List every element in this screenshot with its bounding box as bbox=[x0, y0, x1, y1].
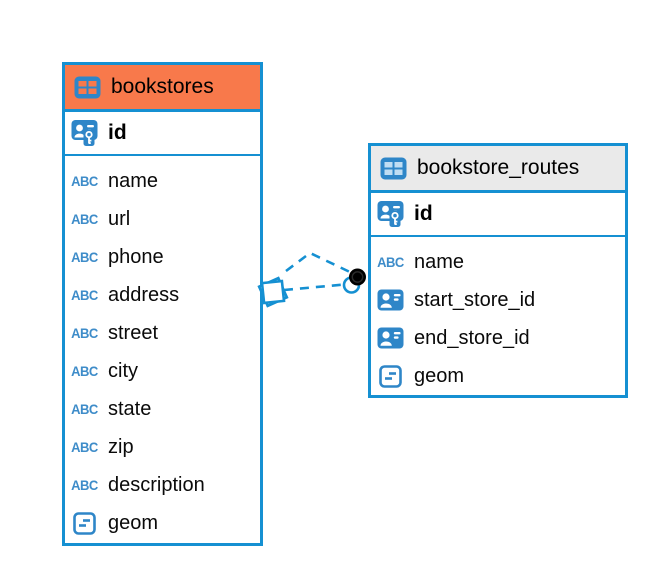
text-type-icon: ABC bbox=[71, 249, 98, 265]
column-name: zip bbox=[108, 435, 134, 458]
relationship-bookstores-to-routes[interactable] bbox=[257, 251, 366, 308]
column-row[interactable]: ABC phone bbox=[70, 238, 255, 276]
column-name: name bbox=[108, 169, 159, 192]
column-row[interactable]: ABC description bbox=[70, 466, 255, 504]
column-name: description bbox=[108, 473, 205, 496]
column-row[interactable]: ABC street bbox=[70, 314, 255, 352]
text-type-icon: ABC bbox=[71, 477, 98, 493]
pk-column-name: id bbox=[414, 202, 433, 225]
column-row[interactable]: geom bbox=[70, 504, 255, 542]
geometry-type-icon bbox=[70, 511, 99, 535]
table-header-bookstores[interactable]: bookstores bbox=[65, 65, 260, 112]
column-name: end_store_id bbox=[414, 326, 530, 349]
text-type-icon: ABC bbox=[377, 254, 404, 270]
column-row[interactable]: ABC zip bbox=[70, 428, 255, 466]
reference-id-icon bbox=[376, 327, 405, 349]
table-title: bookstore_routes bbox=[417, 156, 580, 179]
stacked-squares-marker bbox=[257, 276, 289, 308]
column-row[interactable]: ABC url bbox=[70, 200, 255, 238]
primary-key-icon bbox=[376, 200, 405, 228]
column-name: address bbox=[108, 283, 180, 306]
column-name: geom bbox=[108, 511, 159, 534]
text-type-icon: ABC bbox=[71, 439, 98, 455]
column-list-bookstores: ABC name ABC url ABC phone ABC address A… bbox=[65, 156, 260, 542]
pk-row-routes-id[interactable]: id bbox=[371, 193, 625, 237]
pk-row-bookstores-id[interactable]: id bbox=[65, 112, 260, 156]
column-row[interactable]: ABC state bbox=[70, 390, 255, 428]
table-header-bookstore-routes[interactable]: bookstore_routes bbox=[371, 146, 625, 193]
geometry-type-icon bbox=[376, 364, 405, 388]
relationship-line-lower[interactable] bbox=[283, 282, 351, 292]
column-list-routes: ABC name start_store_id bbox=[371, 237, 625, 395]
text-type-icon: ABC bbox=[71, 211, 98, 227]
text-type-icon: ABC bbox=[71, 363, 98, 379]
text-type-icon: ABC bbox=[71, 401, 98, 417]
text-type-icon: ABC bbox=[71, 325, 98, 341]
column-row[interactable]: start_store_id bbox=[376, 281, 620, 319]
table-title: bookstores bbox=[111, 75, 214, 98]
reference-id-icon bbox=[376, 289, 405, 311]
column-name: state bbox=[108, 397, 152, 420]
column-row[interactable]: ABC city bbox=[70, 352, 255, 390]
column-name: name bbox=[414, 250, 465, 273]
column-name: city bbox=[108, 359, 138, 382]
column-row[interactable]: end_store_id bbox=[376, 319, 620, 357]
entity-table-bookstores[interactable]: bookstores id A bbox=[62, 62, 263, 546]
column-name: url bbox=[108, 207, 131, 230]
relationship-line-upper[interactable] bbox=[285, 251, 353, 275]
column-row[interactable]: geom bbox=[376, 357, 620, 395]
column-name: geom bbox=[414, 364, 465, 387]
text-type-icon: ABC bbox=[71, 173, 98, 189]
column-name: street bbox=[108, 321, 159, 344]
column-name: phone bbox=[108, 245, 164, 268]
table-icon bbox=[379, 157, 408, 180]
primary-key-icon bbox=[70, 119, 99, 147]
filled-dot-marker bbox=[342, 268, 366, 294]
column-row[interactable]: ABC name bbox=[376, 243, 620, 281]
column-name: start_store_id bbox=[414, 288, 536, 311]
column-row[interactable]: ABC address bbox=[70, 276, 255, 314]
pk-column-name: id bbox=[108, 121, 127, 144]
text-type-icon: ABC bbox=[71, 287, 98, 303]
table-icon bbox=[73, 76, 102, 99]
entity-table-bookstore-routes[interactable]: bookstore_routes id bbox=[368, 143, 628, 398]
column-row[interactable]: ABC name bbox=[70, 162, 255, 200]
